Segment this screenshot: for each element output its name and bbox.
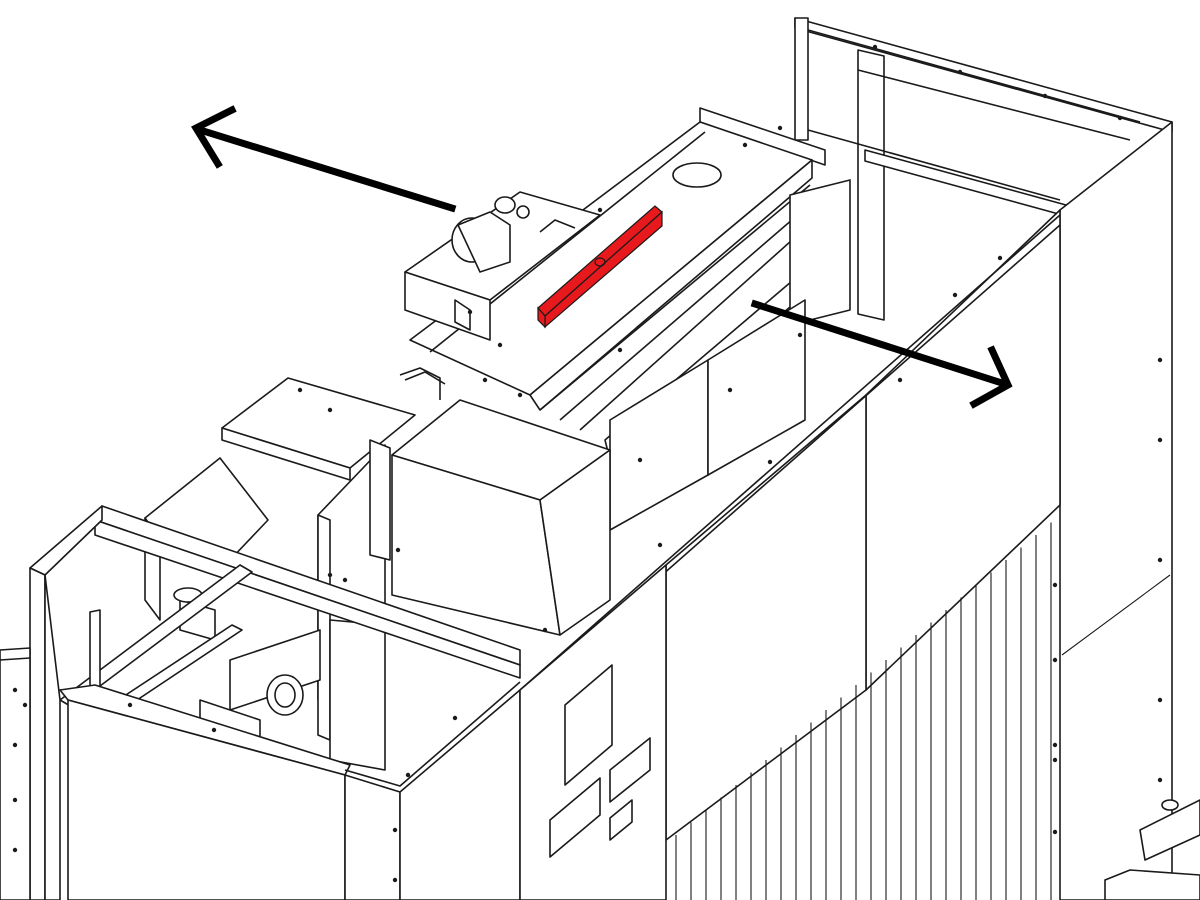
bolt (1052, 757, 1058, 763)
bolt (617, 347, 623, 353)
bolt (1157, 777, 1163, 783)
bolt (1042, 93, 1048, 99)
arrow-left-icon (191, 105, 457, 213)
bolt (1052, 657, 1058, 663)
bolt (1157, 357, 1163, 363)
front-middle-panel (519, 564, 667, 900)
bolt (517, 392, 523, 398)
arrow-right-icon (750, 299, 1013, 409)
bolt (542, 627, 548, 633)
bolt (467, 309, 473, 315)
bolt (1117, 115, 1123, 121)
bolt (482, 377, 488, 383)
bolt (327, 572, 333, 578)
bolt (767, 459, 773, 465)
vertical-column (317, 439, 391, 771)
bolt (1157, 437, 1163, 443)
bolt (342, 577, 348, 583)
bolt (12, 742, 18, 748)
highlighted-bar (537, 205, 663, 329)
bolt (12, 847, 18, 853)
bolt (1157, 557, 1163, 563)
bolt (12, 687, 18, 693)
bolt (657, 542, 663, 548)
bolt (127, 702, 133, 708)
bolt (22, 702, 28, 708)
bolt (297, 387, 303, 393)
bolt (327, 407, 333, 413)
bolt (1157, 697, 1163, 703)
bolt (872, 44, 878, 50)
bolt (211, 727, 217, 733)
bolt (727, 387, 733, 393)
bolt (797, 332, 803, 338)
bolt (897, 377, 903, 383)
bolt (452, 715, 458, 721)
bolt (392, 877, 398, 883)
bolt (405, 772, 411, 778)
bolt (392, 827, 398, 833)
bolts (12, 44, 1163, 883)
rear-frame (794, 17, 1173, 321)
bolt (637, 457, 643, 463)
bolt (957, 69, 963, 75)
bolt (997, 255, 1003, 261)
bolt (395, 547, 401, 553)
bolt (1052, 742, 1058, 748)
front-frame (59, 505, 521, 741)
bolt (1052, 582, 1058, 588)
gearbox-housing (221, 367, 611, 636)
bolt (497, 342, 503, 348)
bolt (12, 797, 18, 803)
cooling-fins (675, 522, 1052, 900)
bottom-right-equipment (1104, 799, 1200, 900)
bolt (1052, 829, 1058, 835)
right-enclosure (519, 121, 1173, 900)
bolt (777, 125, 783, 131)
front-left-cabinet (0, 505, 521, 900)
bolt (742, 142, 748, 148)
motor-assembly (404, 191, 601, 341)
bolt (597, 207, 603, 213)
bolt (952, 292, 958, 298)
